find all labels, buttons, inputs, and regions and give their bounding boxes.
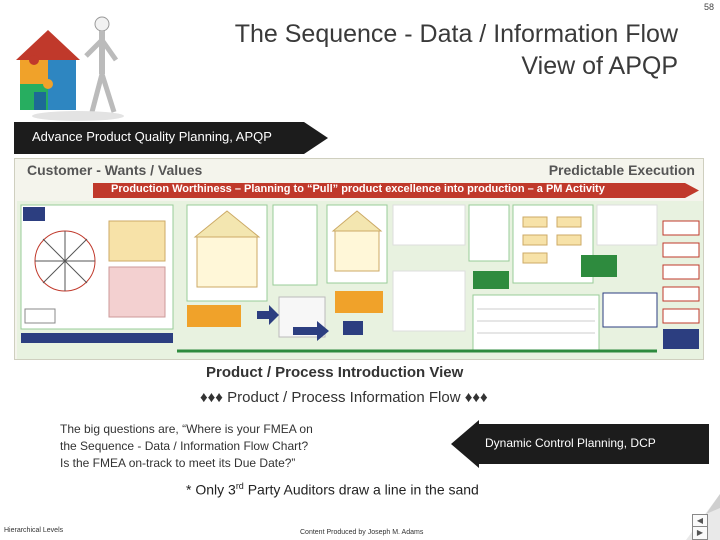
dcp-arrow: Dynamic Control Planning, DCP (451, 420, 709, 468)
auditors-note-end: Party Auditors draw a line in the sand (243, 481, 479, 498)
production-worthiness-banner: Production Worthiness – Planning to “Pul… (93, 182, 699, 199)
title-line-1: The Sequence - Data / Information Flow (234, 20, 678, 48)
apqp-label: Advance Product Quality Planning, APQP (32, 129, 272, 144)
question-line-3: Is the FMEA on-track to meet its Due Dat… (60, 456, 296, 470)
apqp-arrow: Advance Product Quality Planning, APQP (14, 120, 328, 156)
footer-credit: Content Produced by Joseph M. Adams (300, 529, 424, 536)
footer-hierarchical-levels[interactable]: Hierarchical Levels (4, 527, 64, 534)
puzzle-house-logo (16, 16, 124, 121)
question-line-1: The big questions are, “Where is your FM… (60, 422, 313, 436)
fmea-questions: The big questions are, “Where is your FM… (60, 421, 360, 472)
auditors-note: * Only 3rd Party Auditors draw a line in… (186, 481, 479, 498)
data-flow-diagram: Customer - Wants / Values Predictable Ex… (14, 158, 704, 360)
auditors-note-sup: rd (235, 481, 244, 491)
nav-next-icon[interactable]: ▶ (692, 526, 708, 540)
customer-wants-heading: Customer - Wants / Values (27, 162, 203, 178)
slide-title: The Sequence - Data / Information Flow V… (190, 18, 678, 82)
slide-number: 58 (703, 2, 714, 12)
question-line-2: the Sequence - Data / Information Flow C… (60, 439, 309, 453)
flow-chart-graphic (17, 201, 703, 359)
title-line-2: View of APQP (521, 52, 678, 80)
page-curl: ◀ ▶ (686, 494, 720, 540)
auditors-note-start: * Only 3 (186, 481, 236, 498)
product-process-introduction-heading: Product / Process Introduction View (206, 364, 464, 381)
information-flow-caption: ♦♦♦ Product / Process Information Flow ♦… (200, 389, 488, 406)
predictable-execution-heading: Predictable Execution (548, 162, 695, 178)
banner-text: Production Worthiness – Planning to “Pul… (111, 183, 605, 195)
dcp-label: Dynamic Control Planning, DCP (485, 436, 656, 450)
